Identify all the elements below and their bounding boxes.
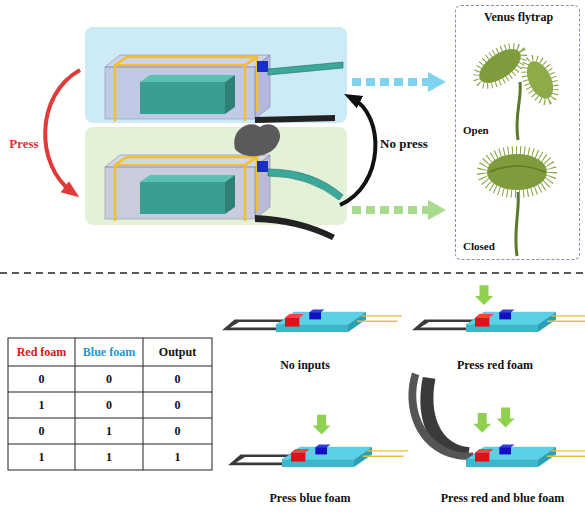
reference-panel: Venus flytrapOpenClosed xyxy=(455,5,580,260)
actuator-closed xyxy=(105,124,343,240)
caption: Press red foam xyxy=(440,357,550,373)
arrow-label: No press xyxy=(364,136,444,152)
table-header: Blue foam xyxy=(75,338,143,366)
separator xyxy=(0,272,585,274)
release-arrow xyxy=(340,98,375,205)
logic-board xyxy=(409,373,585,468)
logic-board xyxy=(228,415,408,467)
arrow-label: Press xyxy=(0,136,48,152)
caption: Press red and blue foam xyxy=(420,490,585,506)
truth-table xyxy=(8,338,212,470)
node-title: Closed xyxy=(463,240,523,252)
dashed-arrow xyxy=(352,206,428,214)
table-header: Red foam xyxy=(8,338,75,366)
table-header: Output xyxy=(143,338,212,366)
table-cell: 0 xyxy=(75,366,143,392)
state-panel xyxy=(85,127,347,225)
table-cell: 0 xyxy=(143,366,212,392)
actuator-open xyxy=(105,55,343,123)
table-cell: 0 xyxy=(75,392,143,418)
caption: Press blue foam xyxy=(245,490,375,506)
caption: No inputs xyxy=(250,357,360,373)
table-cell: 1 xyxy=(75,418,143,444)
table-cell: 0 xyxy=(8,366,75,392)
node-title: Open xyxy=(463,124,523,136)
table-cell: 1 xyxy=(143,444,212,470)
logic-board xyxy=(222,310,402,333)
press-arrow xyxy=(45,70,80,192)
table-cell: 0 xyxy=(143,418,212,444)
table-cell: 0 xyxy=(143,392,212,418)
photo-panel: Open xyxy=(460,26,576,143)
dashed-arrow xyxy=(352,78,428,86)
photo-panel: Closed xyxy=(460,143,576,259)
state-panel xyxy=(85,27,347,123)
table-cell: 0 xyxy=(8,418,75,444)
table-cell: 1 xyxy=(8,444,75,470)
logic-board xyxy=(412,285,585,332)
table-cell: 1 xyxy=(75,444,143,470)
table-cell: 1 xyxy=(8,392,75,418)
node-title: Venus flytrap xyxy=(456,10,581,25)
